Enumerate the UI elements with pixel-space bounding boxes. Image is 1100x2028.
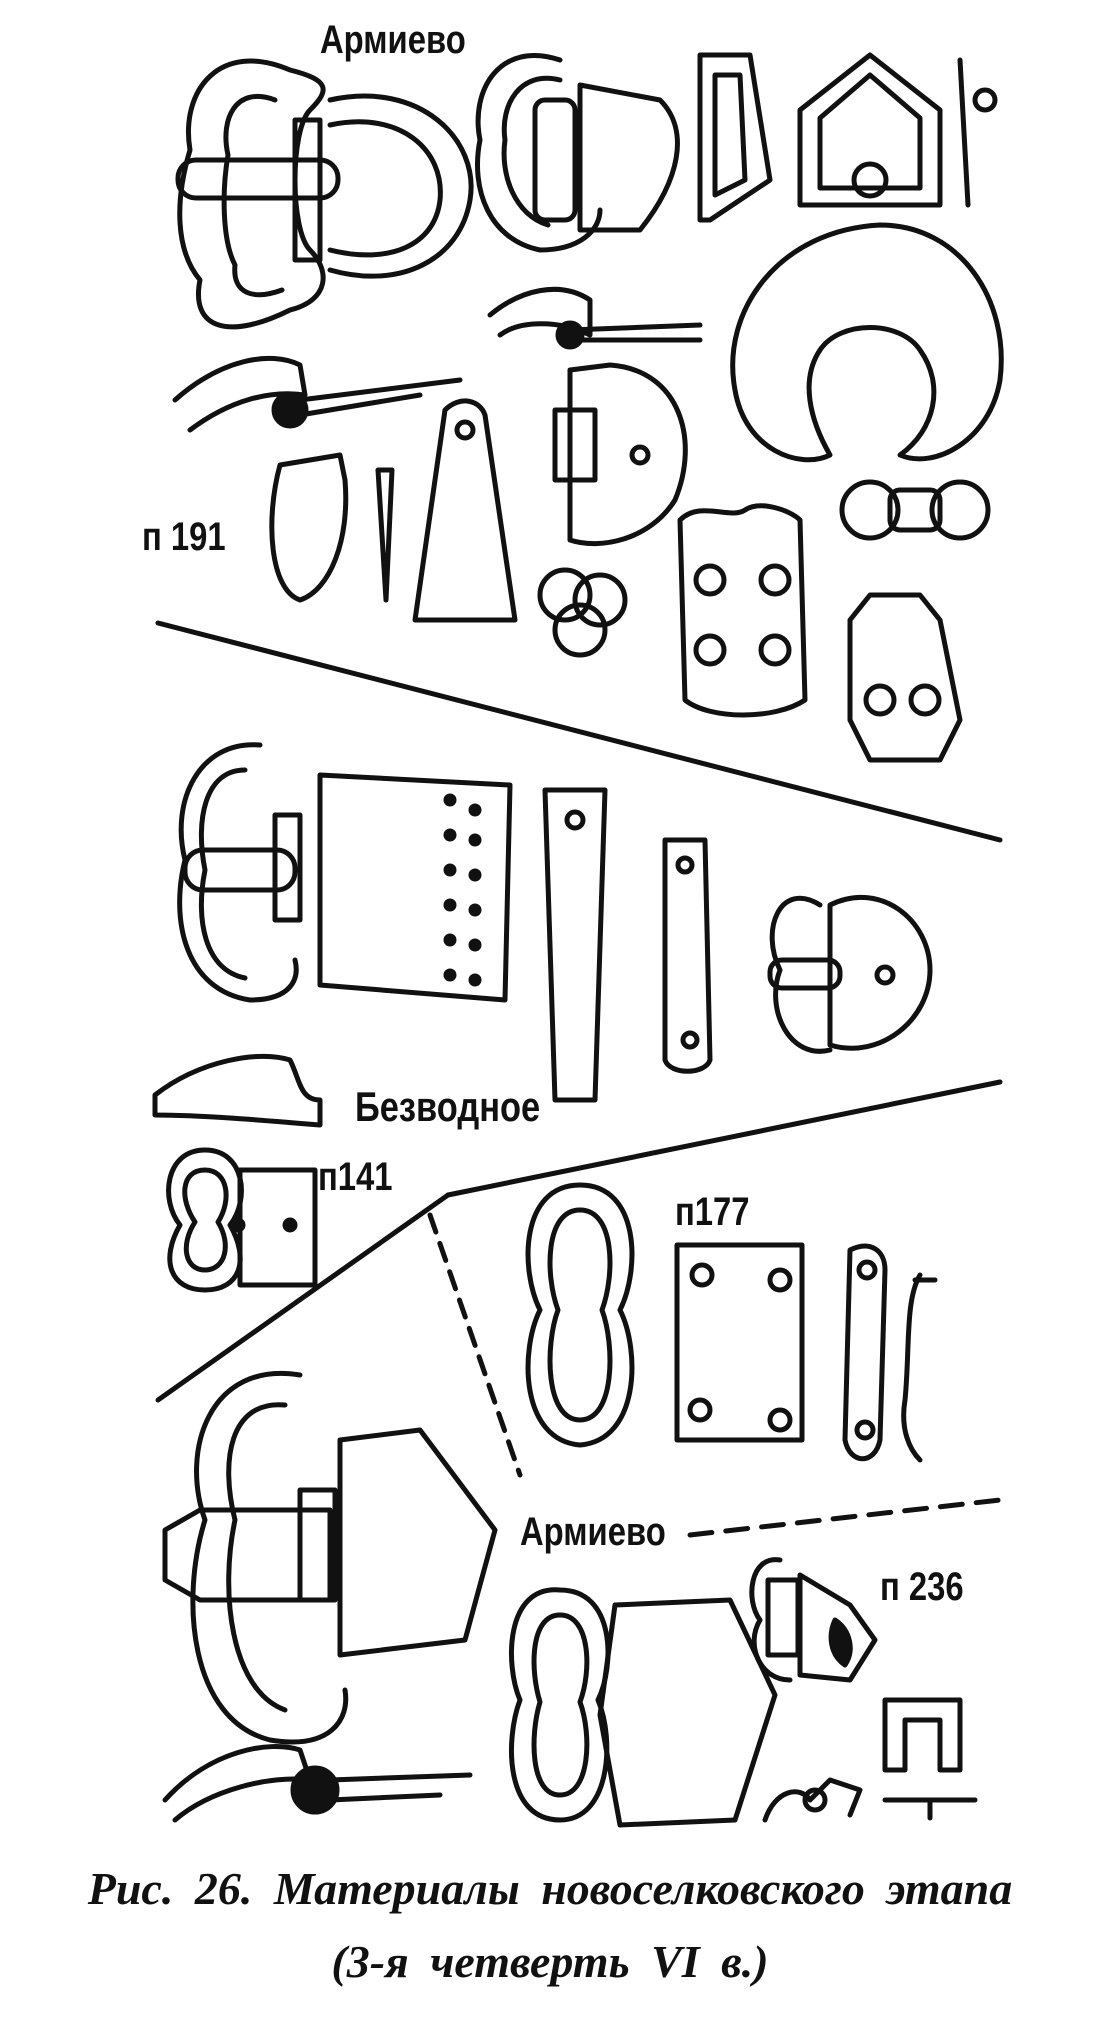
arched-fragment bbox=[152, 1053, 323, 1128]
label-p141: п141 bbox=[318, 1155, 393, 1199]
side-profile-p177 bbox=[901, 1272, 938, 1463]
plate-hexagonal-bottom bbox=[597, 1597, 778, 1828]
label-armievo-bottom: Армиево bbox=[520, 1510, 666, 1554]
buckle-small-middle bbox=[767, 894, 933, 1054]
strap-end-narrow bbox=[662, 837, 713, 1074]
strap-end-p177 bbox=[842, 1243, 888, 1462]
figure-caption-line-2: (3-я четверть VI в.) bbox=[331, 1936, 769, 1987]
buckle-small-top bbox=[475, 53, 680, 253]
label-armievo-top: Армиево bbox=[320, 18, 466, 62]
plate-two-holes bbox=[847, 592, 963, 763]
divider-dashed-1 bbox=[427, 1212, 523, 1478]
strap-end-trapezoid bbox=[412, 398, 518, 623]
label-p191: п 191 bbox=[142, 515, 226, 559]
rivet-knob bbox=[839, 479, 991, 541]
fibula-upper-right bbox=[487, 286, 703, 350]
buckle-small-p236 bbox=[749, 1557, 878, 1683]
strap-end-long bbox=[542, 787, 608, 1103]
divider-line-3 bbox=[445, 1079, 1003, 1198]
bracket-p236 bbox=[882, 1697, 978, 1821]
divider-line-2 bbox=[155, 1192, 451, 1403]
plate-shield-small bbox=[269, 452, 349, 603]
buckle-plate-semicircle bbox=[552, 362, 688, 547]
pentagon-plate bbox=[797, 52, 943, 208]
figure-caption-line-1: Рис. 26. Материалы новоселковского этапа bbox=[87, 1863, 1013, 1914]
bracket-plate bbox=[697, 52, 773, 223]
buckle-large-middle bbox=[177, 742, 513, 1003]
side-pin-top bbox=[957, 57, 998, 208]
buckle-oval-bottom bbox=[508, 1587, 611, 1823]
buckle-large-bottom bbox=[162, 1370, 498, 1745]
label-p177: п177 bbox=[675, 1190, 750, 1234]
label-p236: п 236 bbox=[880, 1565, 964, 1609]
plate-rectangular-p177 bbox=[674, 1242, 805, 1443]
buckle-large-top bbox=[175, 58, 474, 330]
divider-line-1 bbox=[155, 620, 1003, 843]
trefoil bbox=[537, 567, 628, 658]
label-bezvodnoe: Безводное bbox=[355, 1083, 541, 1130]
section-dividers bbox=[155, 620, 1003, 1538]
divider-dashed-2 bbox=[687, 1497, 1003, 1538]
needle bbox=[375, 467, 395, 603]
plate-four-holes bbox=[677, 503, 808, 718]
fibula-bottom-left bbox=[162, 1744, 473, 1823]
fibula-upper-left bbox=[172, 355, 463, 433]
buckle-bezvodnoe bbox=[166, 1147, 318, 1293]
ring-horseshoe bbox=[730, 222, 1004, 463]
buckle-oval-p177 bbox=[525, 1182, 635, 1448]
fibula-bottom-right bbox=[762, 1777, 863, 1823]
